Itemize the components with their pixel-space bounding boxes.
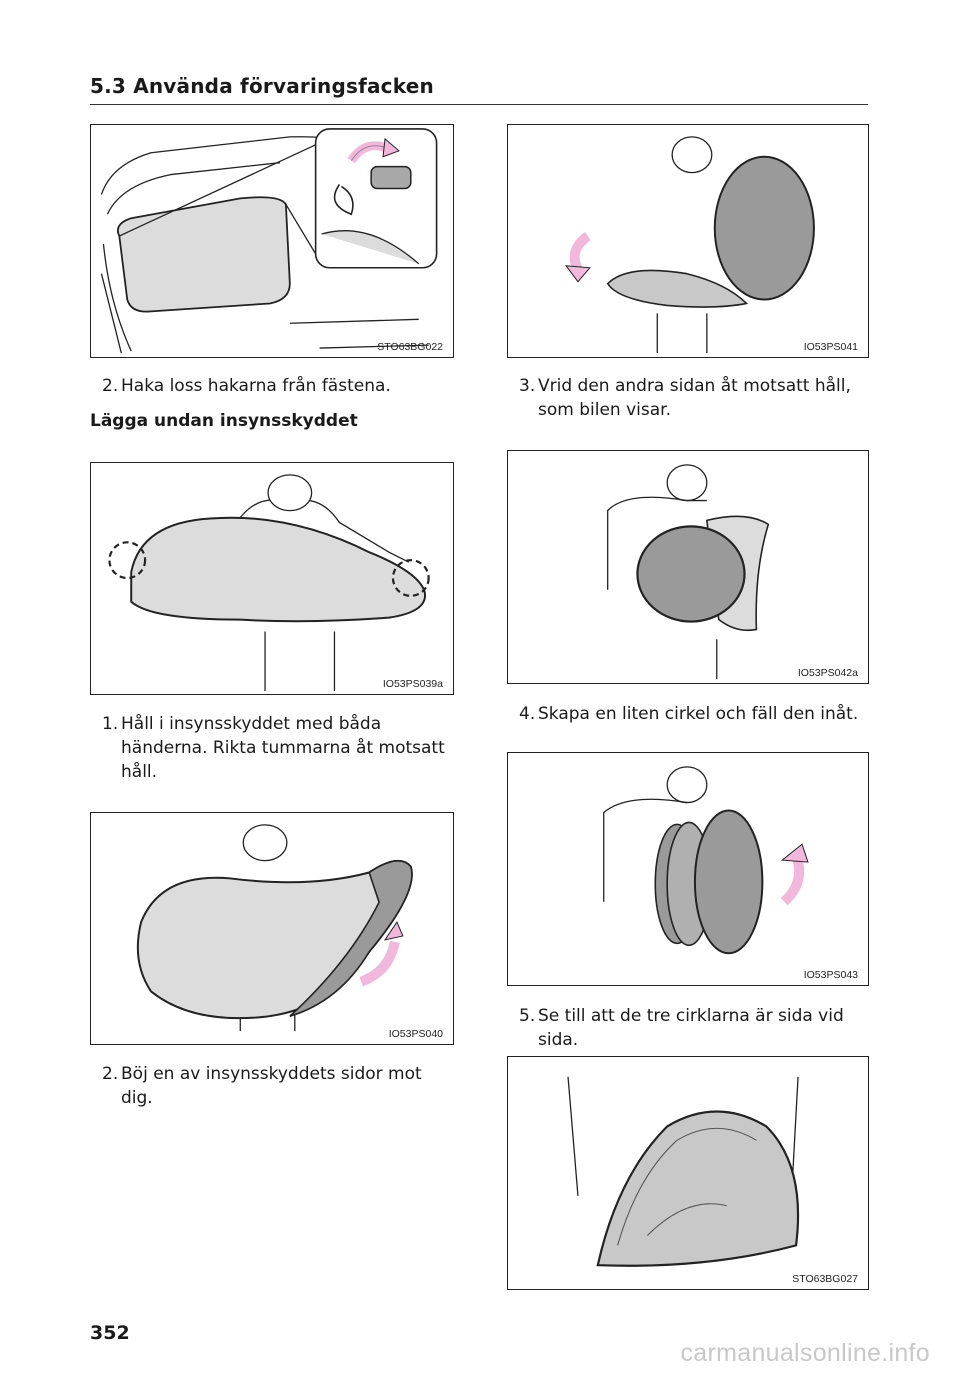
step-number: 2. bbox=[102, 1064, 119, 1084]
figure-hold-cover: IO53PS039a bbox=[90, 462, 454, 695]
figure-code: IO53PS041 bbox=[803, 341, 858, 353]
figure-small-circle: IO53PS042a bbox=[507, 450, 869, 684]
step-text: Vrid den andra sidan åt motsatt håll, so… bbox=[538, 376, 851, 420]
step-small-circle: 4. Skapa en liten cirkel och fäll den in… bbox=[519, 702, 869, 726]
step-twist: 3. Vrid den andra sidan åt motsatt håll,… bbox=[519, 374, 869, 422]
figure-folded-cover: STO63BG027 bbox=[507, 1056, 869, 1290]
step-number: 2. bbox=[102, 376, 119, 396]
figure-bend-cover: IO53PS040 bbox=[90, 812, 454, 1045]
figure-code: STO63BG022 bbox=[377, 341, 443, 353]
section-title: 5.3 Använda förvaringsfacken bbox=[90, 74, 434, 98]
step-unhook: 2. Haka loss hakarna från fästena. bbox=[102, 374, 454, 398]
watermark: carmanualsonline.info bbox=[680, 1339, 930, 1367]
figure-code: IO53PS042a bbox=[797, 667, 858, 679]
step-number: 3. bbox=[519, 376, 536, 396]
figure-code: IO53PS040 bbox=[388, 1028, 443, 1040]
bend-cover-illustration bbox=[136, 824, 413, 1032]
step-text: Haka loss hakarna från fästena. bbox=[121, 376, 391, 396]
figure-code: IO53PS039a bbox=[382, 678, 443, 690]
figure-three-circles: IO53PS043 bbox=[507, 752, 869, 986]
page-number: 352 bbox=[90, 1322, 130, 1344]
figure-trunk-cover: STO63BG022 bbox=[90, 124, 454, 358]
step-number: 4. bbox=[519, 704, 536, 724]
figure-code: IO53PS043 bbox=[803, 969, 858, 981]
step-number: 1. bbox=[102, 714, 119, 734]
step-number: 5. bbox=[519, 1006, 536, 1026]
step-bend: 2. Böj en av insynsskyddets sidor mot di… bbox=[102, 1062, 454, 1110]
hold-cover-illustration bbox=[108, 474, 430, 692]
three-circles-illustration bbox=[603, 766, 809, 955]
small-circle-illustration bbox=[607, 464, 770, 680]
figure-code: STO63BG027 bbox=[792, 1273, 858, 1285]
twist-cover-illustration bbox=[564, 136, 815, 354]
subheading-store-cover: Lägga undan insynsskyddet bbox=[90, 411, 358, 431]
step-hold: 1. Håll i insynsskyddet med båda händern… bbox=[102, 712, 454, 784]
step-text: Böj en av insynsskyddets sidor mot dig. bbox=[121, 1064, 422, 1108]
folded-cover-illustration bbox=[567, 1076, 800, 1267]
trunk-illustration bbox=[100, 128, 438, 354]
step-text: Se till att de tre cirklarna är sida vid… bbox=[538, 1006, 844, 1050]
step-text: Håll i insynsskyddet med båda händerna. … bbox=[121, 714, 445, 782]
step-text: Skapa en liten cirkel och fäll den inåt. bbox=[538, 704, 859, 724]
figure-twist-cover: IO53PS041 bbox=[507, 124, 869, 358]
section-header: 5.3 Använda förvaringsfacken bbox=[90, 70, 868, 105]
step-side-by-side: 5. Se till att de tre cirklarna är sida … bbox=[519, 1004, 869, 1052]
